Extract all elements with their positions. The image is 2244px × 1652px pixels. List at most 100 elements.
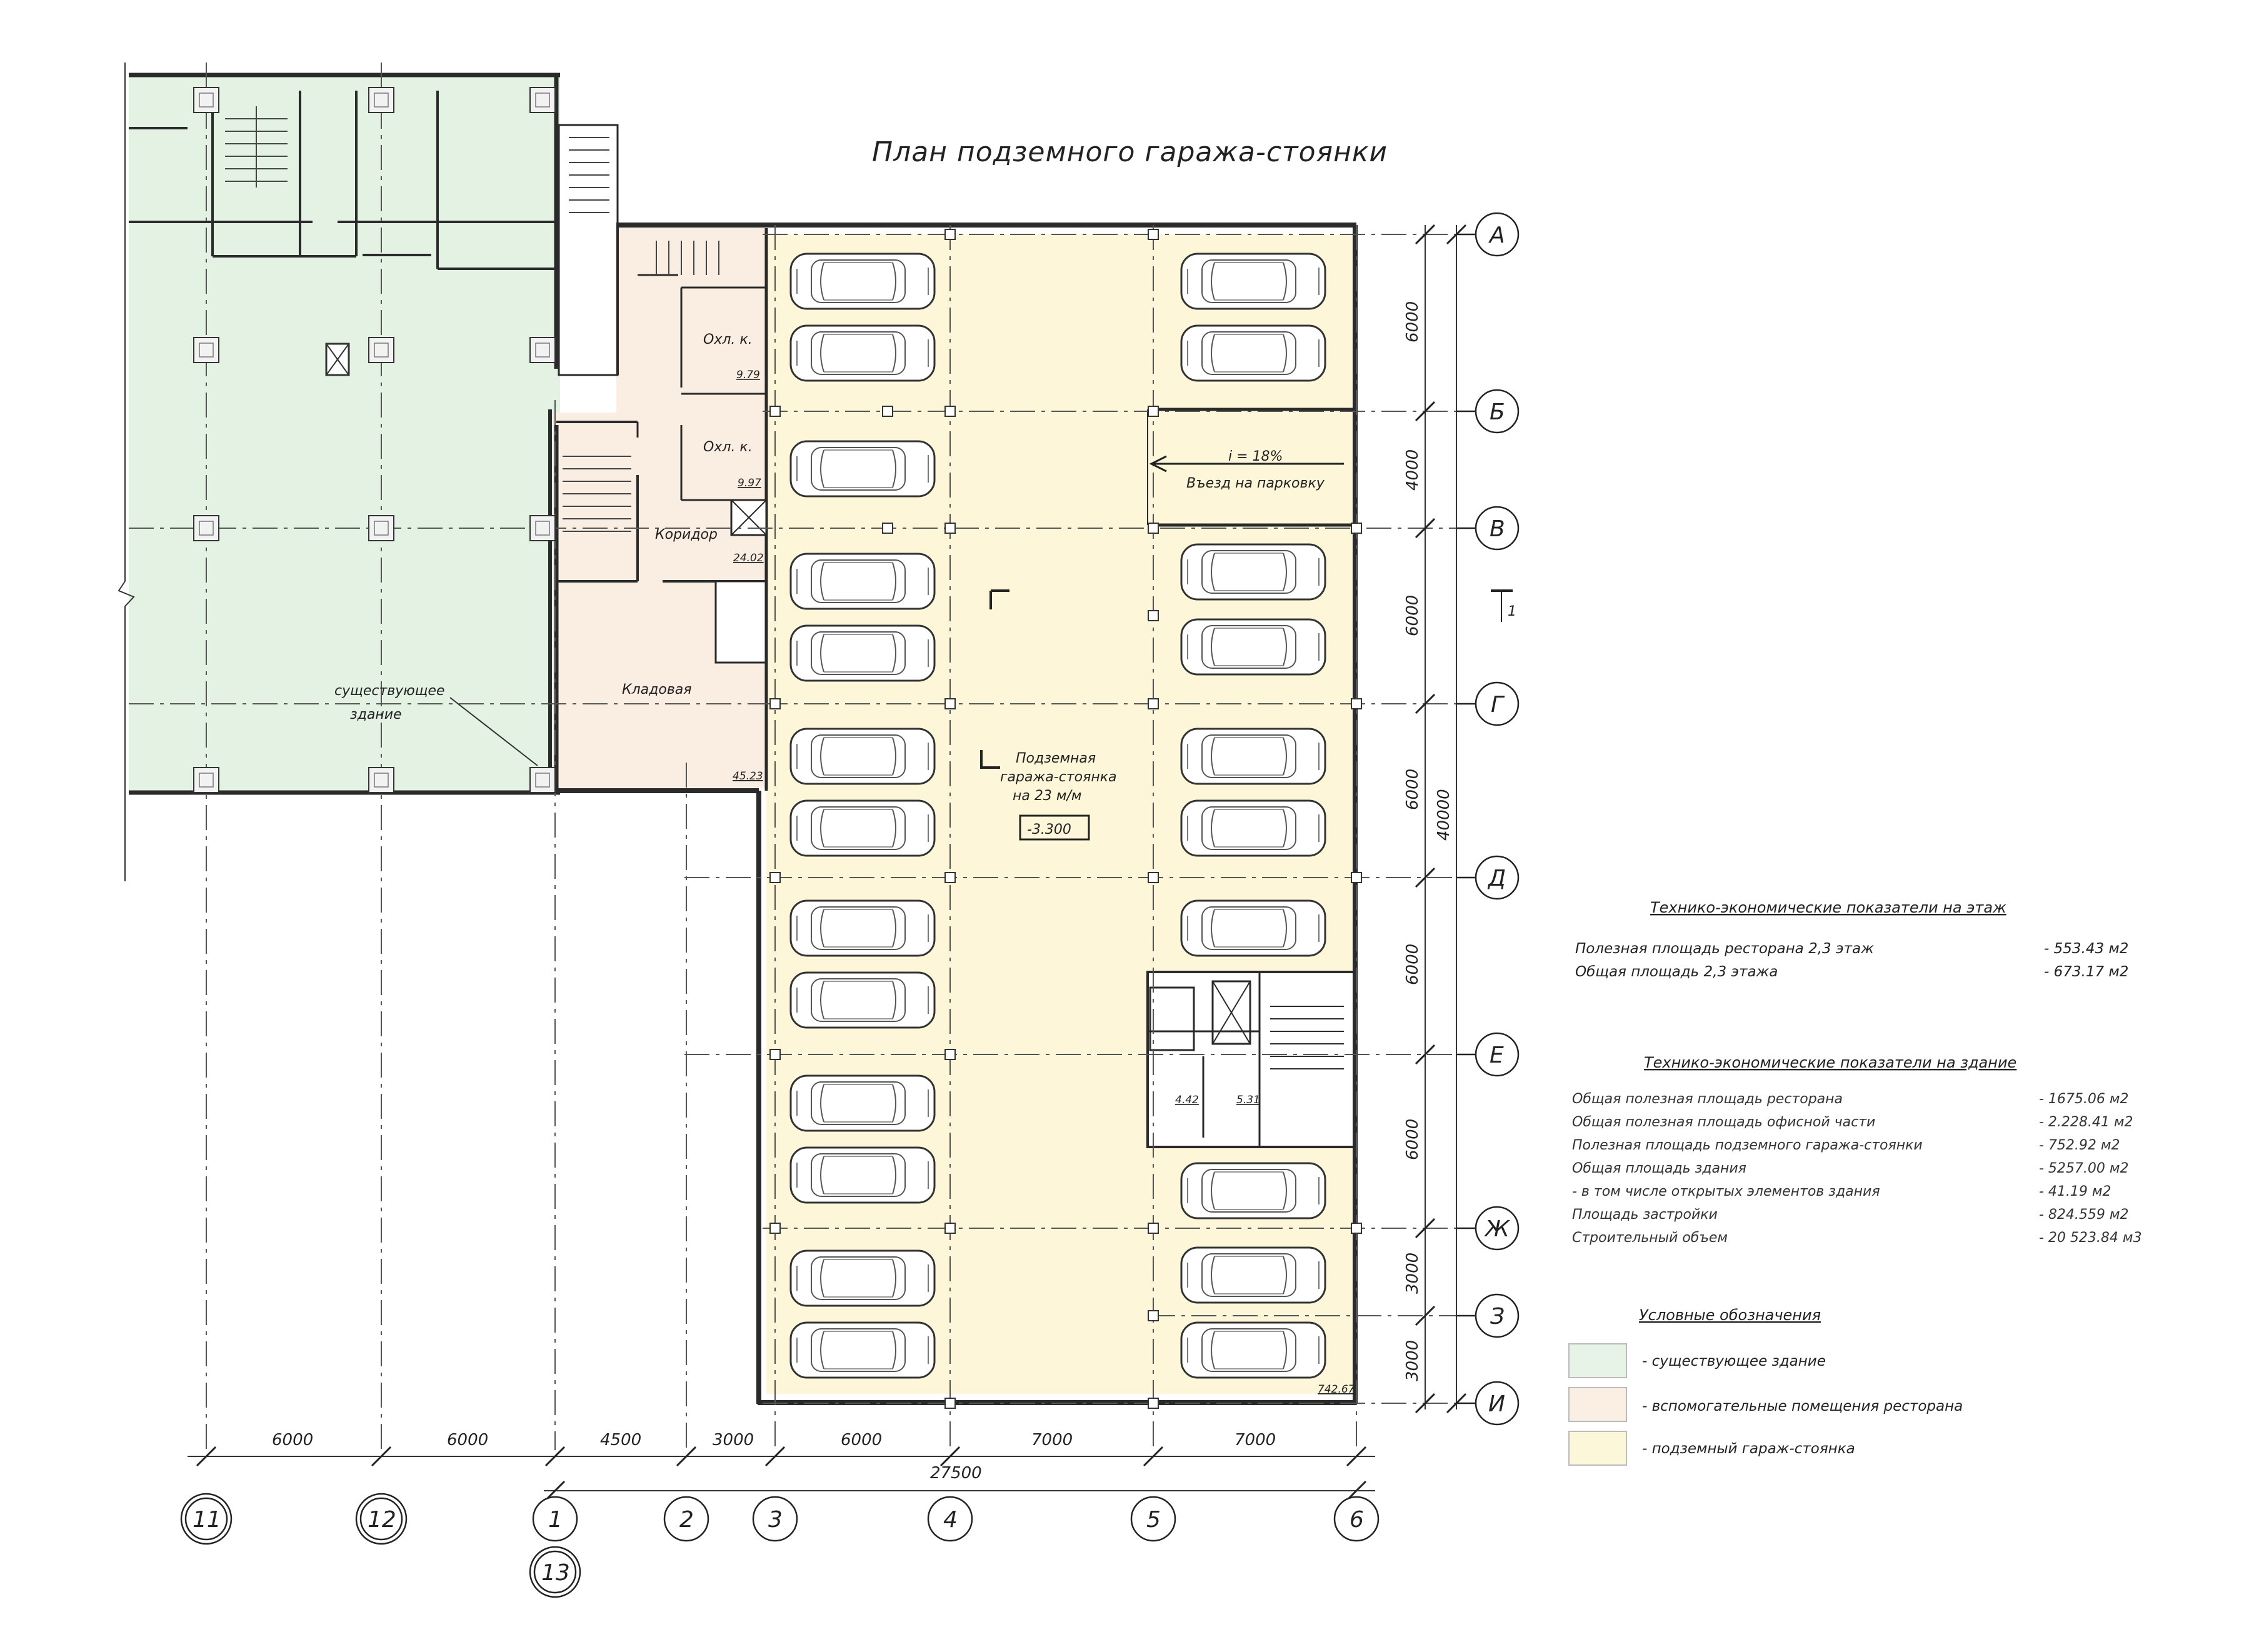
axis-col-4: 4 [943,1507,958,1533]
legend-swatch-aux [1568,1387,1627,1422]
existing-label-1: существующее [334,683,445,699]
indicators-building: Технико-экономические показатели на здан… [1572,1054,2141,1246]
indicators-building-heading: Технико-экономические показатели на здан… [1644,1054,2016,1071]
indicator-building-label: Полезная площадь подземного гаража-стоян… [1572,1138,1923,1153]
dim-right-6: 6000 [1403,1119,1422,1160]
dim-bottom-7: 7000 [1235,1431,1276,1449]
small-room-1-area: 4.42 [1175,1094,1199,1106]
storage-area: 45.23 [733,770,763,783]
ramp-slope: i = 18% [1228,449,1283,464]
dim-right-2: 4000 [1403,449,1422,491]
right-dimensions: 6000 4000 6000 6000 6000 6000 3000 3000 … [1403,224,1467,1414]
indicator-floor-value: - 673.17 м2 [2044,964,2128,980]
ramp-arrow [1149,455,1344,473]
car [1180,253,1326,310]
axis-col-1: 1 [548,1507,563,1533]
car [789,799,936,857]
zones [129,75,1354,1394]
walls [129,73,1358,1405]
storage-label: Кладовая [622,682,692,698]
car [1180,1321,1326,1379]
break-line [118,63,135,881]
axis-row-g: Г [1491,692,1505,718]
dim-right-7: 3000 [1403,1253,1422,1294]
axis-col-13: 13 [541,1560,570,1586]
car [789,971,936,1029]
axis-row-i: И [1488,1391,1505,1417]
grid-lines [129,63,1513,1450]
dim-bottom-total: 27500 [930,1464,982,1483]
dim-bottom-5: 6000 [841,1431,882,1449]
car [1180,1162,1326,1219]
car [789,1074,936,1132]
legend-swatch-existing [1568,1343,1627,1378]
small-room-2-area: 5.31 [1236,1094,1260,1106]
row-axes: А Б В Г Д Е Ж З И [1456,212,1520,1426]
garage-label-3: на 23 м/м [1013,788,1081,804]
indicator-building-value: - 752.92 м2 [2039,1138,2120,1153]
indicator-building-value: - 2.228.41 м2 [2039,1114,2133,1130]
axis-row-d: Д [1487,866,1506,891]
indicator-building-value: - 20 523.84 м3 [2039,1230,2141,1246]
axis-row-zh: Ж [1484,1216,1511,1242]
indicator-building-value: - 824.559 м2 [2039,1207,2129,1223]
indicator-building-label: Общая площадь здания [1572,1161,1746,1176]
garage-label-2: гаража-стоянка [1000,769,1116,785]
car [789,1321,936,1379]
dim-right-4: 6000 [1403,769,1422,810]
dim-right-3: 6000 [1403,595,1422,636]
indicator-building-label: Строительный объем [1572,1230,1728,1246]
car [1180,324,1326,382]
axis-row-v: В [1490,516,1505,542]
level-mark-box [1019,814,1090,841]
car [1180,1246,1326,1304]
car [789,899,936,957]
indicator-building-label: Общая полезная площадь ресторана [1572,1091,1843,1107]
cold-room-2-label: Охл. к. [703,439,753,455]
indicator-building-value: - 1675.06 м2 [2039,1091,2129,1107]
dim-bottom-4: 3000 [713,1431,754,1449]
axis-row-b: Б [1490,399,1505,425]
stair-existing [225,106,719,532]
car [1180,543,1326,601]
bottom-dimensions: 6000 6000 4500 3000 6000 7000 7000 27500 [188,1431,1375,1501]
dim-right-8: 3000 [1403,1340,1422,1381]
axis-row-a: А [1488,223,1505,248]
garage-area: 742.67 [1318,1383,1355,1396]
car [789,1249,936,1307]
car [789,553,936,610]
car [789,728,936,785]
corridor-area: 24.02 [733,552,764,564]
dim-bottom-2: 6000 [447,1431,488,1449]
indicators-floor-heading: Технико-экономические показатели на этаж [1650,899,2006,916]
indicator-floor-value: - 553.43 м2 [2044,941,2128,957]
existing-building-zone [129,75,560,794]
indicator-building-value: - 5257.00 м2 [2039,1161,2129,1176]
cold-room-1-label: Охл. к. [703,332,753,348]
car [789,1146,936,1204]
car [1180,799,1326,857]
dim-bottom-3: 4500 [600,1431,641,1449]
column-axes: 11 12 1 2 3 4 5 6 13 [180,1493,1380,1598]
car [789,253,936,310]
legend-heading: Условные обозначения [1639,1306,1821,1324]
axis-col-12: 12 [368,1507,396,1533]
axis-col-3: 3 [768,1507,783,1533]
level-mark: -3.300 [1027,822,1071,838]
legend-label-aux: - вспомогательные помещения ресторана [1642,1398,1963,1414]
aux-zone-top [616,238,766,413]
axis-row-e: Е [1490,1043,1504,1068]
axis-row-z: З [1490,1304,1505,1329]
car [789,324,936,382]
dim-bottom-6: 7000 [1031,1431,1073,1449]
legend-label-existing: - существующее здание [1642,1353,1826,1369]
indicator-floor-label: Полезная площадь ресторана 2,3 этаж [1575,941,1874,957]
section-mark-number: 1 [1508,604,1516,619]
dim-right-5: 6000 [1403,944,1422,985]
indicator-building-label: - в том числе открытых элементов здания [1572,1184,1880,1199]
axis-col-2: 2 [679,1507,694,1533]
cold-room-2-area: 9.97 [738,477,761,489]
existing-label-2: здание [350,707,402,723]
legend-label-garage: - подземный гараж-стоянка [1642,1441,1855,1457]
